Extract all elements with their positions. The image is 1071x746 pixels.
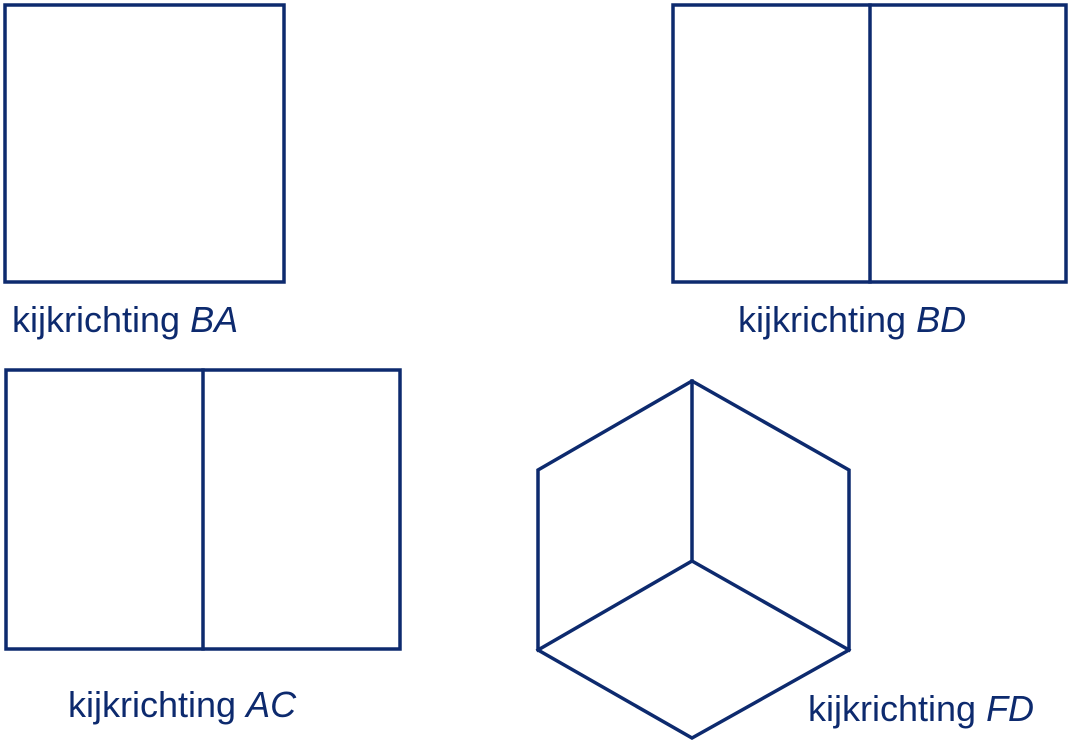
view-ac: kijkrichting AC <box>4 368 402 725</box>
view-bd: kijkrichting BD <box>671 3 1068 340</box>
view-fd-label: kijkrichting FD <box>808 688 1034 729</box>
view-ba: kijkrichting BA <box>3 3 286 340</box>
view-ba-label-direction: BA <box>190 299 238 340</box>
view-fd-outline <box>536 378 851 741</box>
view-bd-label: kijkrichting BD <box>738 299 966 340</box>
view-fd-label-prefix: kijkrichting <box>808 688 976 729</box>
view-ba-label-prefix: kijkrichting <box>12 299 180 340</box>
view-ba-outline <box>3 3 286 284</box>
view-fd: kijkrichting FD <box>535 378 1034 741</box>
view-ba-label: kijkrichting BA <box>12 299 238 340</box>
view-ac-label-prefix: kijkrichting <box>68 684 236 725</box>
view-ac-label: kijkrichting AC <box>68 684 297 725</box>
view-bd-label-prefix: kijkrichting <box>738 299 906 340</box>
view-fd-edge-right <box>689 558 852 653</box>
view-fd-label-direction: FD <box>986 688 1034 729</box>
view-ac-label-direction: AC <box>244 684 297 725</box>
view-fd-edge-left <box>535 558 695 653</box>
view-bd-label-direction: BD <box>916 299 966 340</box>
